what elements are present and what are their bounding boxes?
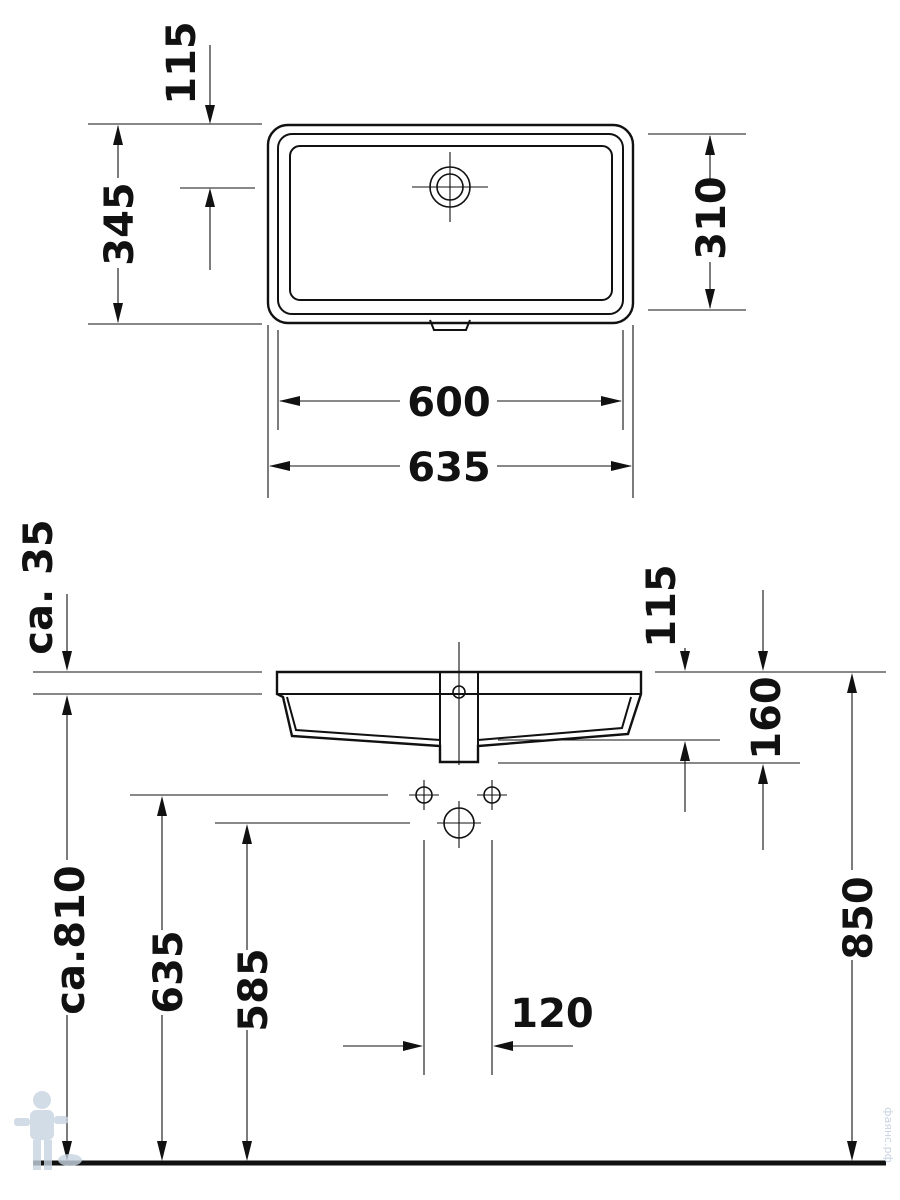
dim-850-side: 850 (836, 876, 882, 960)
dim-ca810-side: ca.810 (48, 865, 94, 1014)
tap-connection-left (409, 780, 439, 810)
waste-connection (437, 801, 481, 848)
dim-115-side: 115 (639, 564, 685, 648)
basin-rim-inner-outline (277, 133, 624, 315)
basin-bowl-outline (289, 145, 613, 301)
tap-connection-right (477, 780, 507, 810)
dim-120-side: 120 (510, 991, 594, 1037)
watermark-text: фаянс.рф (882, 1107, 895, 1163)
dim-310-plan: 310 (689, 176, 735, 260)
dim-600-plan: 600 (407, 380, 491, 426)
watermark-logo (14, 1091, 82, 1170)
plan-view: 115 345 310 600 635 (88, 21, 746, 498)
overflow-notch (429, 319, 471, 331)
dim-585-side: 585 (231, 948, 277, 1032)
dim-115-plan: 115 (159, 21, 205, 105)
dim-ca35-side: ca. 35 (16, 519, 62, 655)
side-view: ca. 35 ca.810 635 585 120 115 (16, 519, 886, 1166)
dim-160-side: 160 (744, 676, 790, 760)
drain-symbol (412, 152, 488, 222)
dim-345-plan: 345 (97, 182, 143, 266)
dim-635-plan: 635 (407, 445, 491, 491)
dim-635-side: 635 (146, 930, 192, 1014)
basin-outer-outline (266, 123, 635, 325)
